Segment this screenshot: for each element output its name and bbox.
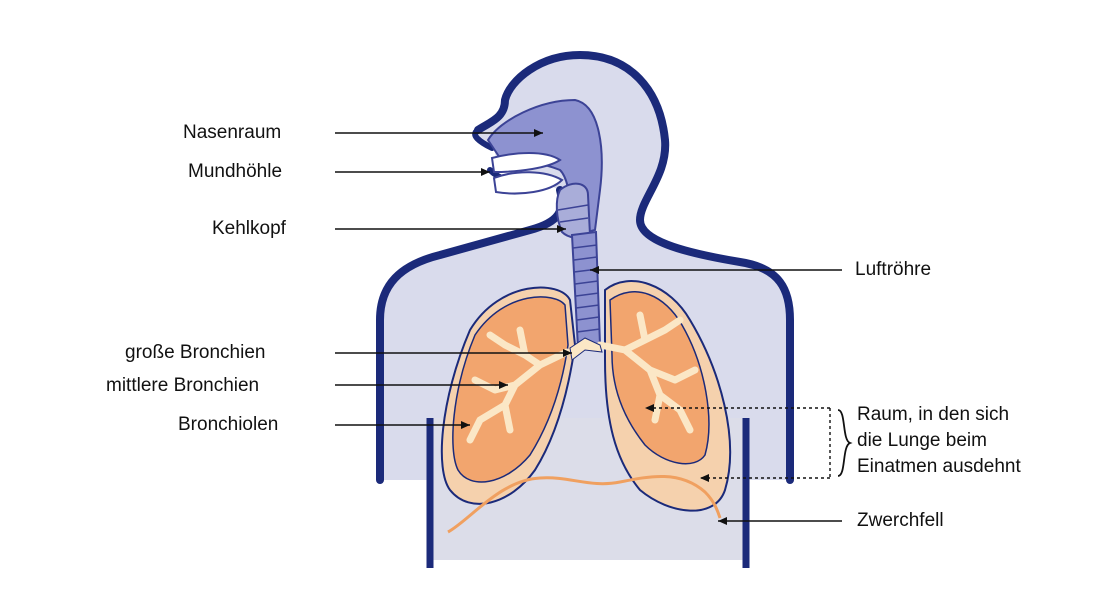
- label-raum-line3: Einatmen ausdehnt: [857, 456, 1021, 478]
- label-mittlere-bronchien: mittlere Bronchien: [106, 375, 259, 397]
- trachea: [572, 232, 600, 348]
- label-mundhoehle: Mundhöhle: [188, 161, 282, 183]
- label-kehlkopf: Kehlkopf: [212, 218, 286, 240]
- label-bronchiolen: Bronchiolen: [178, 414, 278, 436]
- label-raum-line2: die Lunge beim: [857, 430, 987, 452]
- label-raum-line1: Raum, in den sich: [857, 404, 1009, 426]
- label-nasenraum: Nasenraum: [183, 122, 281, 144]
- label-zwerchfell: Zwerchfell: [857, 510, 944, 532]
- label-luftroehre: Luftröhre: [855, 259, 931, 281]
- tongue: [494, 172, 562, 193]
- label-grosse-bronchien: große Bronchien: [125, 342, 265, 364]
